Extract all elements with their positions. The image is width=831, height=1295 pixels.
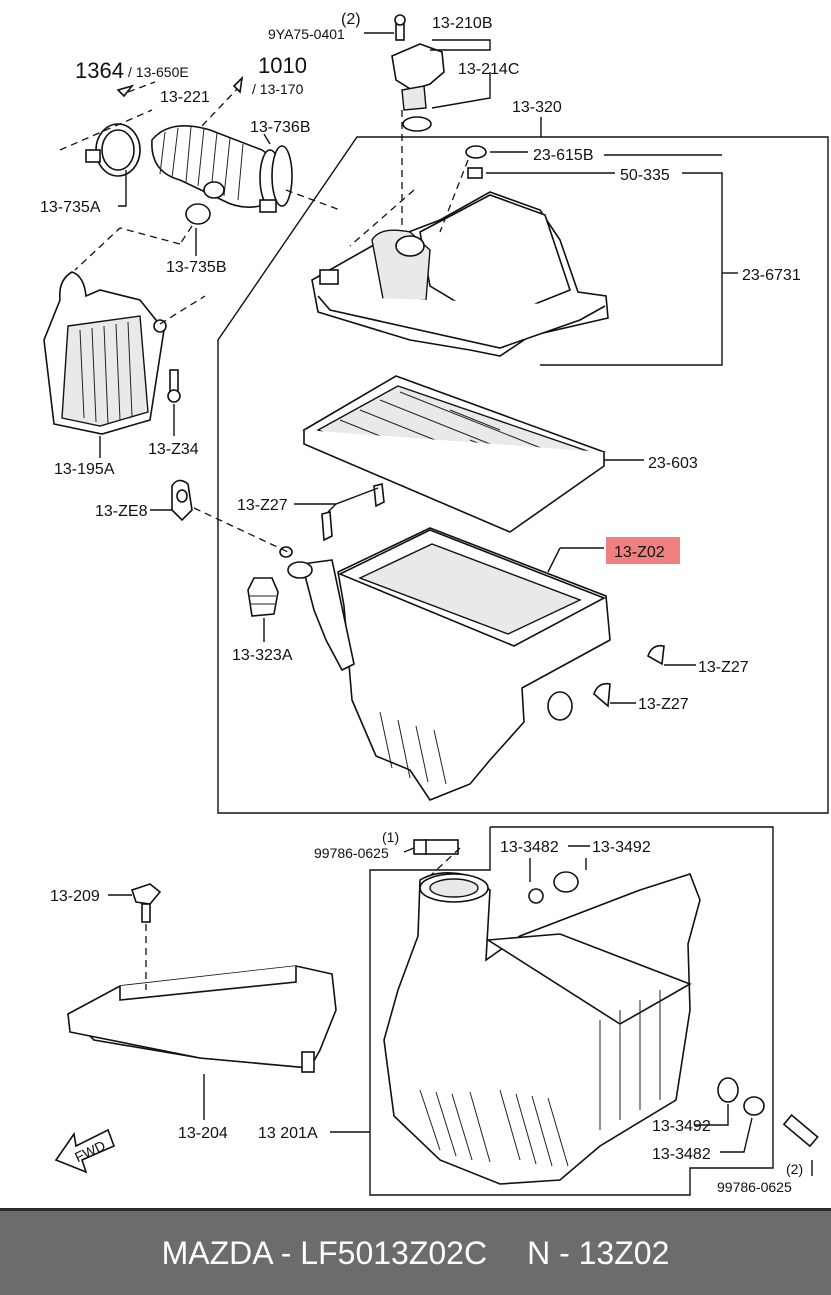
part-13-z27-b: 13-Z27: [698, 659, 749, 676]
air-cleaner-housing-assembly: [383, 839, 819, 1185]
part-13-z27-c: 13-Z27: [638, 696, 689, 713]
footer-code: N - 13Z02: [527, 1234, 670, 1271]
fwd-label: FWD: [72, 1137, 108, 1165]
qty-label-bot: (2): [786, 1161, 803, 1177]
filter-element: [302, 375, 606, 533]
part-13-735a: 13-735A: [40, 199, 101, 216]
part-13-210b: 13-210B: [432, 15, 493, 32]
part-13-z02: 13-Z02: [614, 544, 665, 561]
air-cleaner-cover: [311, 145, 609, 357]
intake-hose: [85, 123, 293, 225]
upper-assembly-frame: [217, 136, 829, 814]
air-cleaner-case: [279, 527, 611, 801]
part-23-603: 23-603: [648, 455, 698, 472]
ref-1364: 1364: [75, 58, 124, 83]
ref-13-650e: / 13-650E: [128, 64, 189, 80]
bolt-label-top: 9YA75-0401: [268, 26, 345, 42]
seal-ring: [171, 479, 193, 522]
part-13-ze8: 13-ZE8: [95, 503, 148, 520]
qty-label-mid: (1): [382, 829, 399, 845]
clip-set: [321, 483, 665, 708]
part-13-z27-a: 13-Z27: [237, 497, 288, 514]
highlight-box: [606, 537, 680, 564]
part-13-214c: 13-214C: [458, 61, 519, 78]
part-13-209: 13-209: [50, 888, 100, 905]
bolt-label-mid: 99786-0625: [314, 845, 389, 861]
part-13-735b: 13-735B: [166, 259, 227, 276]
part-50-335: 50-335: [620, 167, 670, 184]
part-13-736b: 13-736B: [250, 119, 311, 136]
bolt-label-bot: 99786-0625: [717, 1179, 792, 1195]
part-13-221: 13-221: [160, 89, 210, 106]
part-13-323a: 13-323A: [232, 647, 293, 664]
ref-13-170: / 13-170: [252, 81, 304, 97]
part-13-195a: 13-195A: [54, 461, 115, 478]
part-13-204: 13-204: [178, 1125, 228, 1142]
part-13-201a: 13 201A: [258, 1125, 318, 1142]
resonator: [43, 271, 181, 435]
lower-assembly-frame: [369, 826, 774, 1196]
part-23-6731: 23-6731: [742, 267, 801, 284]
part-13-3492-a: 13-3492: [592, 839, 651, 856]
airflow-sensor: [391, 14, 445, 232]
ref-1010: 1010: [258, 53, 307, 78]
fwd-arrow: [54, 1128, 116, 1174]
part-13-3492-b: 13-3492: [652, 1118, 711, 1135]
part-13-3482-a: 13-3482: [500, 839, 559, 856]
part-13-320: 13-320: [512, 99, 562, 116]
part-23-615b: 23-615B: [533, 147, 594, 164]
bracket-stay: [66, 883, 337, 1073]
part-13-3482-b: 13-3482: [652, 1146, 711, 1163]
part-13-z34: 13-Z34: [148, 441, 199, 458]
footer-bar: MAZDA - LF5013Z02C N - 13Z02: [0, 1208, 831, 1295]
footer-part-number: MAZDA - LF5013Z02C: [161, 1234, 488, 1271]
qty-label-top: (2): [341, 11, 361, 28]
parts-diagram: (2) 9YA75-0401 13-210B 13-214C 1364 / 13…: [40, 11, 829, 1196]
rubber-damper: [247, 577, 279, 617]
